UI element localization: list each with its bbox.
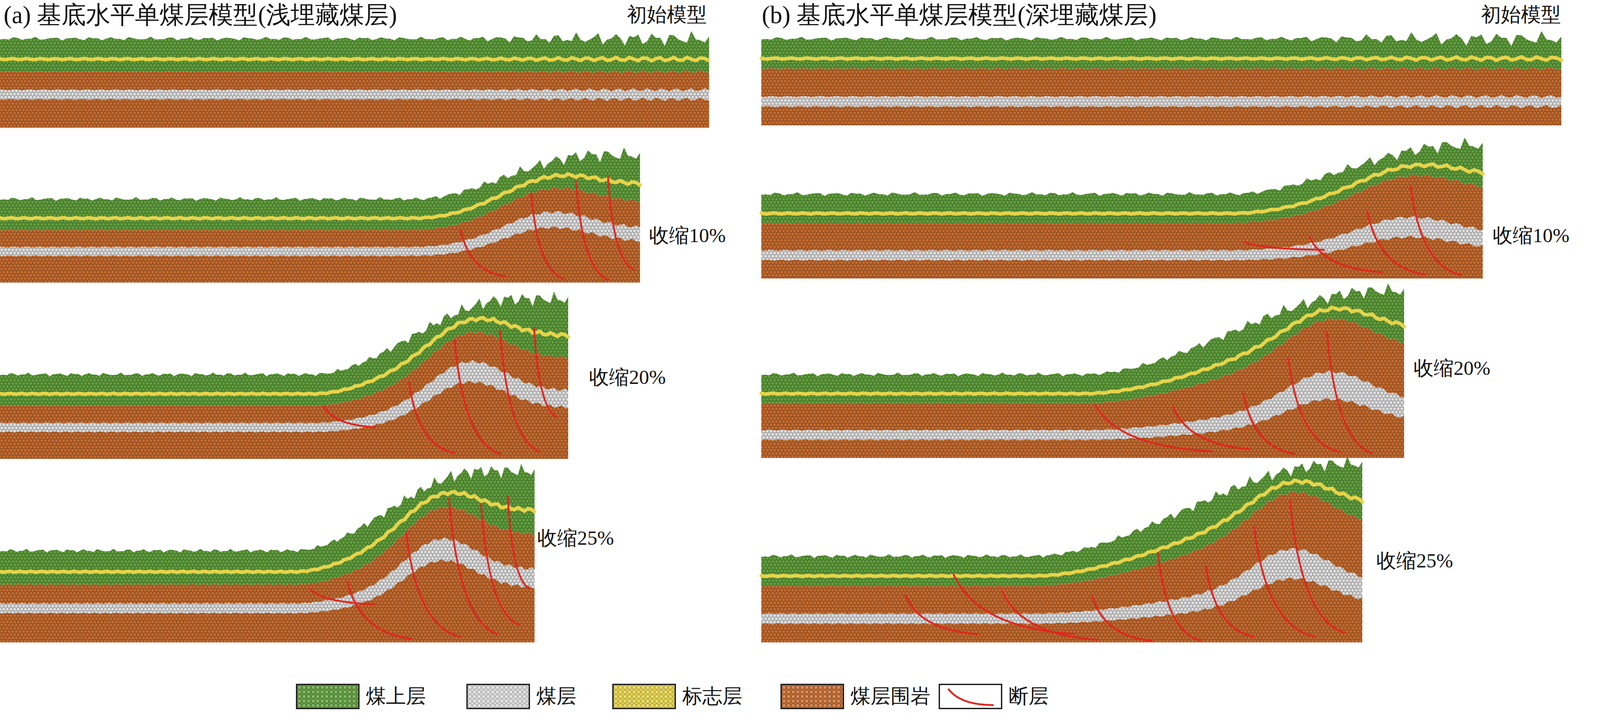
fault-line <box>500 330 540 453</box>
stage-label: 收缩20% <box>1413 357 1491 381</box>
legend-entry: 煤上层 <box>295 683 426 710</box>
surrounding-rock-layer <box>761 66 1562 99</box>
granular-model-section <box>761 283 1405 459</box>
marker-layer <box>761 56 1562 60</box>
legend-text: 煤层围岩 <box>850 683 931 710</box>
stage-label: 初始模型 <box>626 3 707 27</box>
fault-line <box>1001 590 1099 641</box>
fault-line <box>1095 405 1212 452</box>
fault-line <box>1158 553 1201 641</box>
legend-entry: 标志层 <box>612 683 743 710</box>
overburden-layer <box>761 456 1363 587</box>
surrounding-rock-layer <box>761 105 1562 126</box>
legend-swatch <box>612 684 676 710</box>
stage-label: 收缩25% <box>1376 550 1454 574</box>
stage-label: 收缩10% <box>649 224 726 248</box>
fault-line <box>905 595 978 635</box>
overburden-layer <box>761 137 1483 224</box>
fault-line <box>347 582 412 640</box>
legend-entry: 断层 <box>938 683 1049 710</box>
stage-label: 收缩25% <box>537 527 615 551</box>
stage-label: 初始模型 <box>1480 3 1561 27</box>
granular-model-section <box>0 463 535 643</box>
fault-line <box>953 575 1074 635</box>
legend-swatch <box>780 684 845 710</box>
fault-line <box>575 181 608 280</box>
marker-layer <box>0 174 640 220</box>
granular-model-section <box>0 30 710 128</box>
fault-line <box>531 193 564 279</box>
legend-text: 煤上层 <box>365 683 426 710</box>
fault-line <box>507 496 530 590</box>
overburden-layer <box>0 463 535 585</box>
overburden-layer <box>0 291 569 407</box>
granular-model-section <box>0 291 569 460</box>
fault-sample <box>940 685 1001 709</box>
overburden-layer <box>761 283 1405 404</box>
fault-line <box>409 383 455 454</box>
fault-line <box>1309 237 1382 273</box>
fault-line <box>534 328 557 418</box>
fault-line <box>324 406 376 428</box>
stage-label: 收缩10% <box>1492 224 1570 248</box>
fault-line <box>1205 566 1255 637</box>
overburden-layer <box>761 30 1562 70</box>
marker-layer <box>761 480 1363 577</box>
marker-layer <box>761 307 1405 395</box>
fault-line <box>406 532 460 637</box>
fault-line <box>1172 406 1250 450</box>
legend-text: 标志层 <box>682 683 743 710</box>
fault-line <box>480 504 519 625</box>
legend-swatch <box>938 684 1003 710</box>
granular-model-section <box>0 147 640 283</box>
fault-line <box>608 176 634 270</box>
fault-line <box>1243 393 1295 455</box>
fault-line <box>460 230 506 277</box>
panel-title: (a) 基底水平单煤层模型(浅埋藏煤层) <box>3 0 397 30</box>
panel-title: (b) 基底水平单煤层模型(深埋藏煤层) <box>761 0 1157 30</box>
legend-entry: 煤层围岩 <box>780 683 931 710</box>
fault-line <box>1091 595 1152 642</box>
legend-text: 断层 <box>1008 683 1049 710</box>
fault-line <box>310 589 375 605</box>
marker-layer <box>0 57 710 61</box>
legend-swatch <box>295 684 360 710</box>
surrounding-rock-layer <box>0 97 710 128</box>
fault-line <box>1367 211 1425 275</box>
marker-layer <box>761 164 1483 215</box>
surrounding-rock-layer <box>0 70 710 92</box>
marker-layer <box>0 317 569 395</box>
fault-line <box>1410 185 1461 275</box>
fault-line <box>948 689 994 706</box>
fault-line <box>454 340 500 455</box>
granular-model-section <box>761 30 1562 126</box>
fault-line <box>1326 331 1372 454</box>
legend-text: 煤层 <box>536 683 577 710</box>
marker-layer <box>0 491 535 573</box>
granular-model-section <box>761 137 1483 279</box>
granular-model-section <box>761 456 1363 643</box>
overburden-layer <box>0 30 710 74</box>
legend-entry: 煤层 <box>466 683 577 710</box>
fault-line <box>449 498 498 635</box>
stage-label: 收缩20% <box>589 366 666 390</box>
legend-swatch <box>466 684 530 710</box>
overburden-layer <box>0 147 640 231</box>
fault-line <box>1290 501 1345 634</box>
